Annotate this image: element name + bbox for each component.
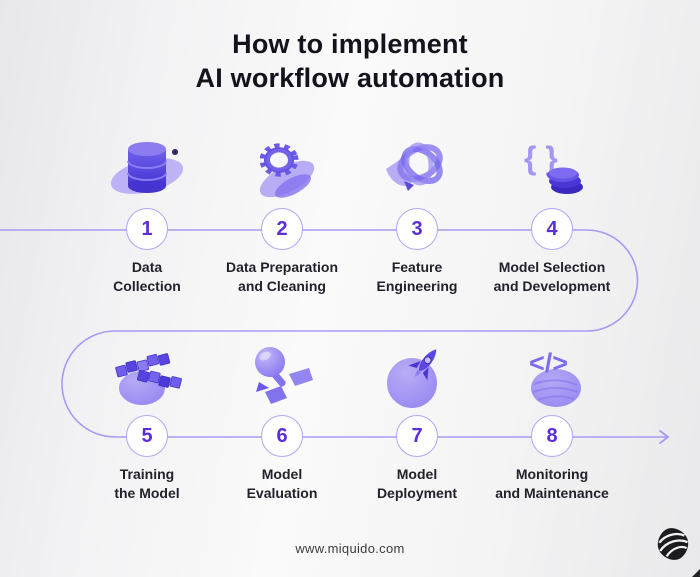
page-title-line-2: AI workflow automation xyxy=(195,63,505,93)
step-label: Data Collection xyxy=(113,259,181,294)
code-brush-icon: </> xyxy=(507,336,597,416)
arrow-head-icon xyxy=(658,429,670,445)
step-label: Model Evaluation xyxy=(246,466,318,501)
magnifier-icon xyxy=(237,336,327,416)
step-number: 1 xyxy=(141,217,153,240)
step-label: Feature Engineering xyxy=(376,259,458,294)
database-icon xyxy=(102,129,192,209)
rocket-icon xyxy=(372,336,462,416)
braces-stack-icon: { } xyxy=(507,129,597,209)
step-number: 6 xyxy=(276,424,288,447)
step-number: 7 xyxy=(411,424,423,447)
corner-decoration xyxy=(692,569,700,577)
step-number-circle: 7 xyxy=(396,415,438,457)
miquido-logo-icon xyxy=(655,525,691,568)
step-number-circle: 1 xyxy=(126,208,168,250)
step-number-circle: 6 xyxy=(261,415,303,457)
step-number: 3 xyxy=(411,217,423,240)
rings-icon xyxy=(372,129,462,209)
step-data-preparation: 2 Data Preparation and Cleaning xyxy=(207,129,357,296)
step-data-collection: 1 Data Collection xyxy=(72,129,222,296)
step-label: Monitoring and Maintenance xyxy=(495,466,609,501)
page-title-line-1: How to implement xyxy=(232,29,468,59)
step-number: 8 xyxy=(546,424,558,447)
step-monitoring-maintenance: </> 8 Monitoring and Maintenance xyxy=(477,336,627,503)
footer-website-url: www.miquido.com xyxy=(295,541,405,556)
step-label: Model Deployment xyxy=(376,466,458,501)
step-number: 2 xyxy=(276,217,288,240)
step-number-circle: 5 xyxy=(126,415,168,457)
page-title: How to implement AI workflow automation xyxy=(0,27,700,95)
step-label: Model Selection and Development xyxy=(493,259,611,294)
step-model-evaluation: 6 Model Evaluation xyxy=(207,336,357,503)
gear-icon xyxy=(237,129,327,209)
step-number-circle: 8 xyxy=(531,415,573,457)
step-number: 5 xyxy=(141,424,153,447)
code-glyph: </> xyxy=(529,348,568,378)
step-number-circle: 3 xyxy=(396,208,438,250)
cubes-icon xyxy=(102,336,192,416)
step-model-selection: { } 4 Model Selection and Development xyxy=(477,129,627,296)
step-training-model: 5 Training the Model xyxy=(72,336,222,503)
step-number: 4 xyxy=(546,217,558,240)
step-number-circle: 2 xyxy=(261,208,303,250)
step-number-circle: 4 xyxy=(531,208,573,250)
step-label: Data Preparation and Cleaning xyxy=(225,259,339,294)
step-label: Training the Model xyxy=(114,466,180,501)
step-model-deployment: 7 Model Deployment xyxy=(342,336,492,503)
step-feature-engineering: 3 Feature Engineering xyxy=(342,129,492,296)
